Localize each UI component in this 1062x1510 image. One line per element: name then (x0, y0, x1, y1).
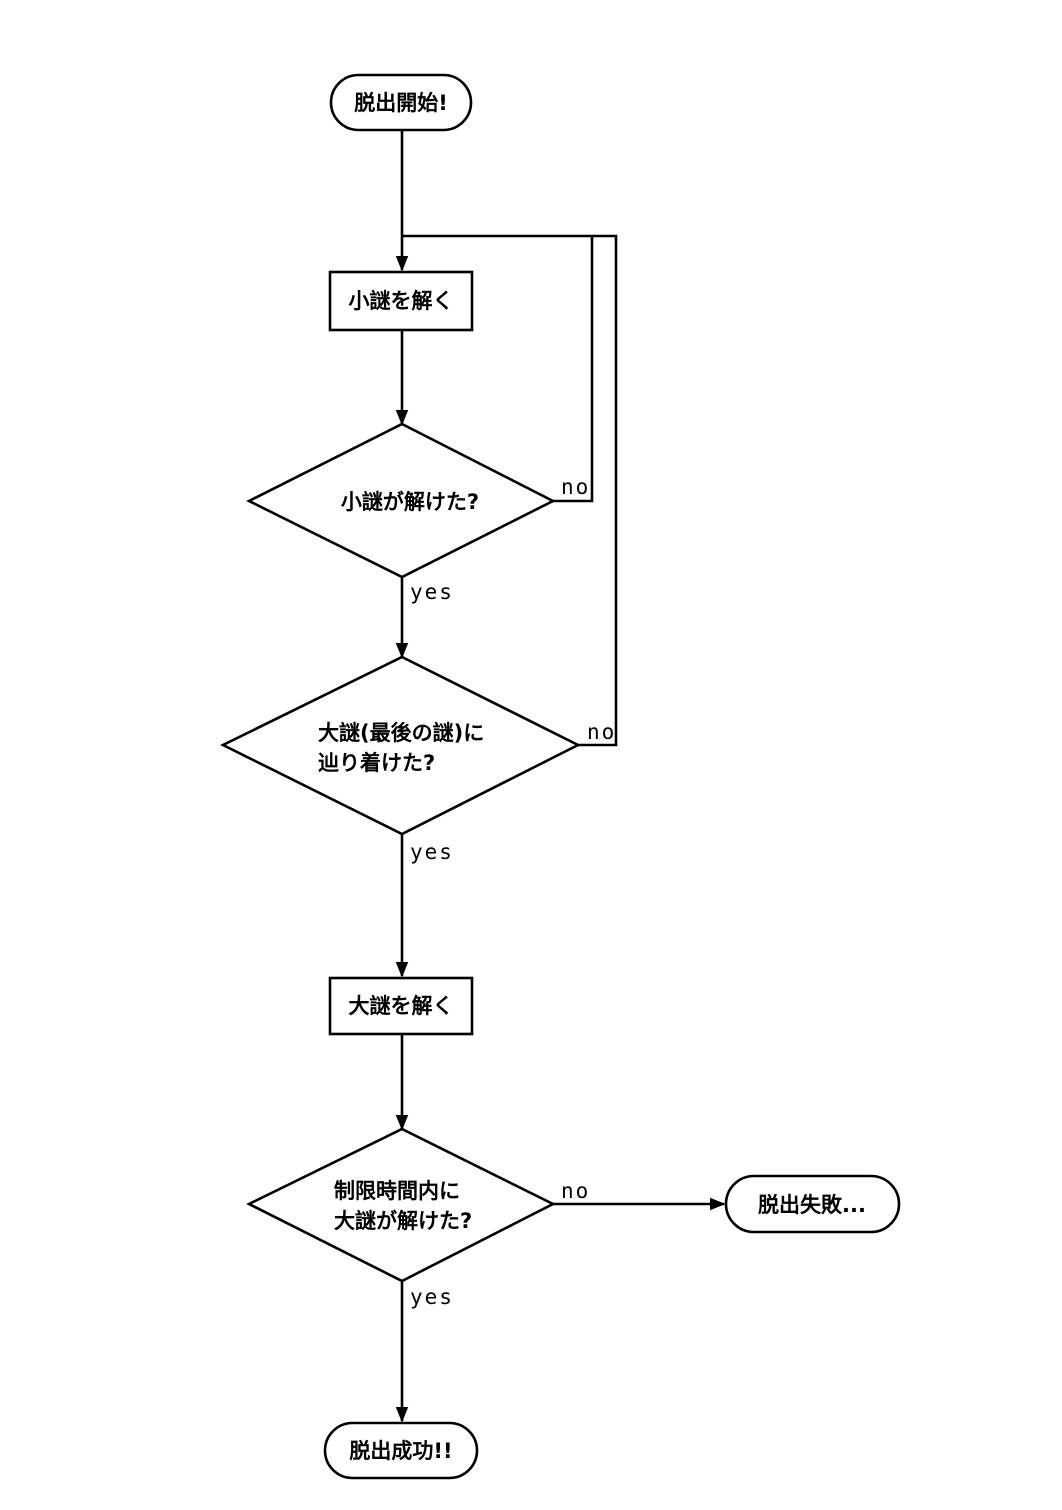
big-solved-label-line1: 制限時間内に (334, 1179, 460, 1203)
node-fail: 脱出失敗... (724, 1174, 901, 1234)
small-no-label: no (561, 475, 590, 499)
reached-big-label-line2: 辿り着けた? (318, 751, 435, 775)
small-solved-decision-shape (246, 422, 556, 579)
node-start: 脱出開始! (329, 73, 473, 132)
big-solved-decision-shape (246, 1127, 556, 1283)
reached-yes-label: yes (410, 840, 454, 864)
reached-big-label-line1: 大謎(最後の謎)に (318, 721, 484, 745)
edges (395, 130, 726, 1423)
fail-label: 脱出失敗... (758, 1193, 866, 1217)
edge-reached-no-loop (578, 234, 618, 747)
big-yes-label: yes (410, 1285, 454, 1309)
node-solve-small: 小謎を解く (328, 270, 474, 332)
node-success: 脱出成功!! (323, 1421, 479, 1480)
edge-small-no-loop (402, 234, 594, 503)
small-solved-label: 小謎が解けた? (341, 490, 479, 514)
reached-no-label: no (587, 720, 616, 744)
solve-small-label: 小謎を解く (349, 289, 454, 313)
node-big-solved-decision: 制限時間内に 大謎が解けた? (246, 1127, 556, 1283)
fail-terminal-shape (724, 1174, 901, 1234)
node-small-solved-decision: 小謎が解けた? (246, 422, 556, 579)
success-terminal-shape (323, 1421, 479, 1480)
big-solved-label-line2: 大謎が解けた? (334, 1209, 472, 1233)
edge-labels: no yes no yes no yes (410, 475, 616, 1309)
solve-big-label: 大謎を解く (349, 994, 454, 1018)
big-no-label: no (561, 1179, 590, 1203)
node-solve-big: 大謎を解く (328, 976, 474, 1036)
solve-big-process-shape (328, 976, 474, 1036)
small-yes-label: yes (410, 580, 454, 604)
start-terminal-shape (329, 73, 473, 132)
success-label: 脱出成功!! (349, 1439, 452, 1463)
node-reached-big-decision: 大謎(最後の謎)に 辿り着けた? (220, 655, 581, 836)
solve-small-process-shape (328, 270, 474, 332)
reached-big-decision-shape (220, 655, 581, 836)
start-label: 脱出開始! (354, 91, 448, 115)
